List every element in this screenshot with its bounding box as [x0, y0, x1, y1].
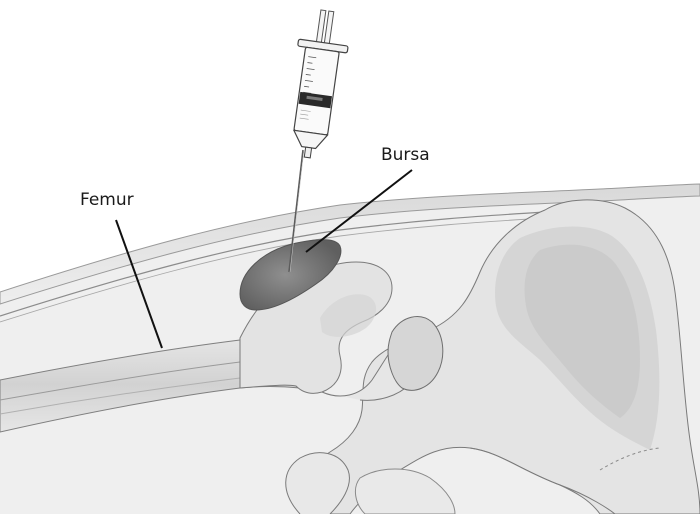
femur-label: Femur — [80, 190, 134, 210]
syringe-icon — [282, 7, 352, 161]
bursa-label: Bursa — [381, 145, 430, 165]
